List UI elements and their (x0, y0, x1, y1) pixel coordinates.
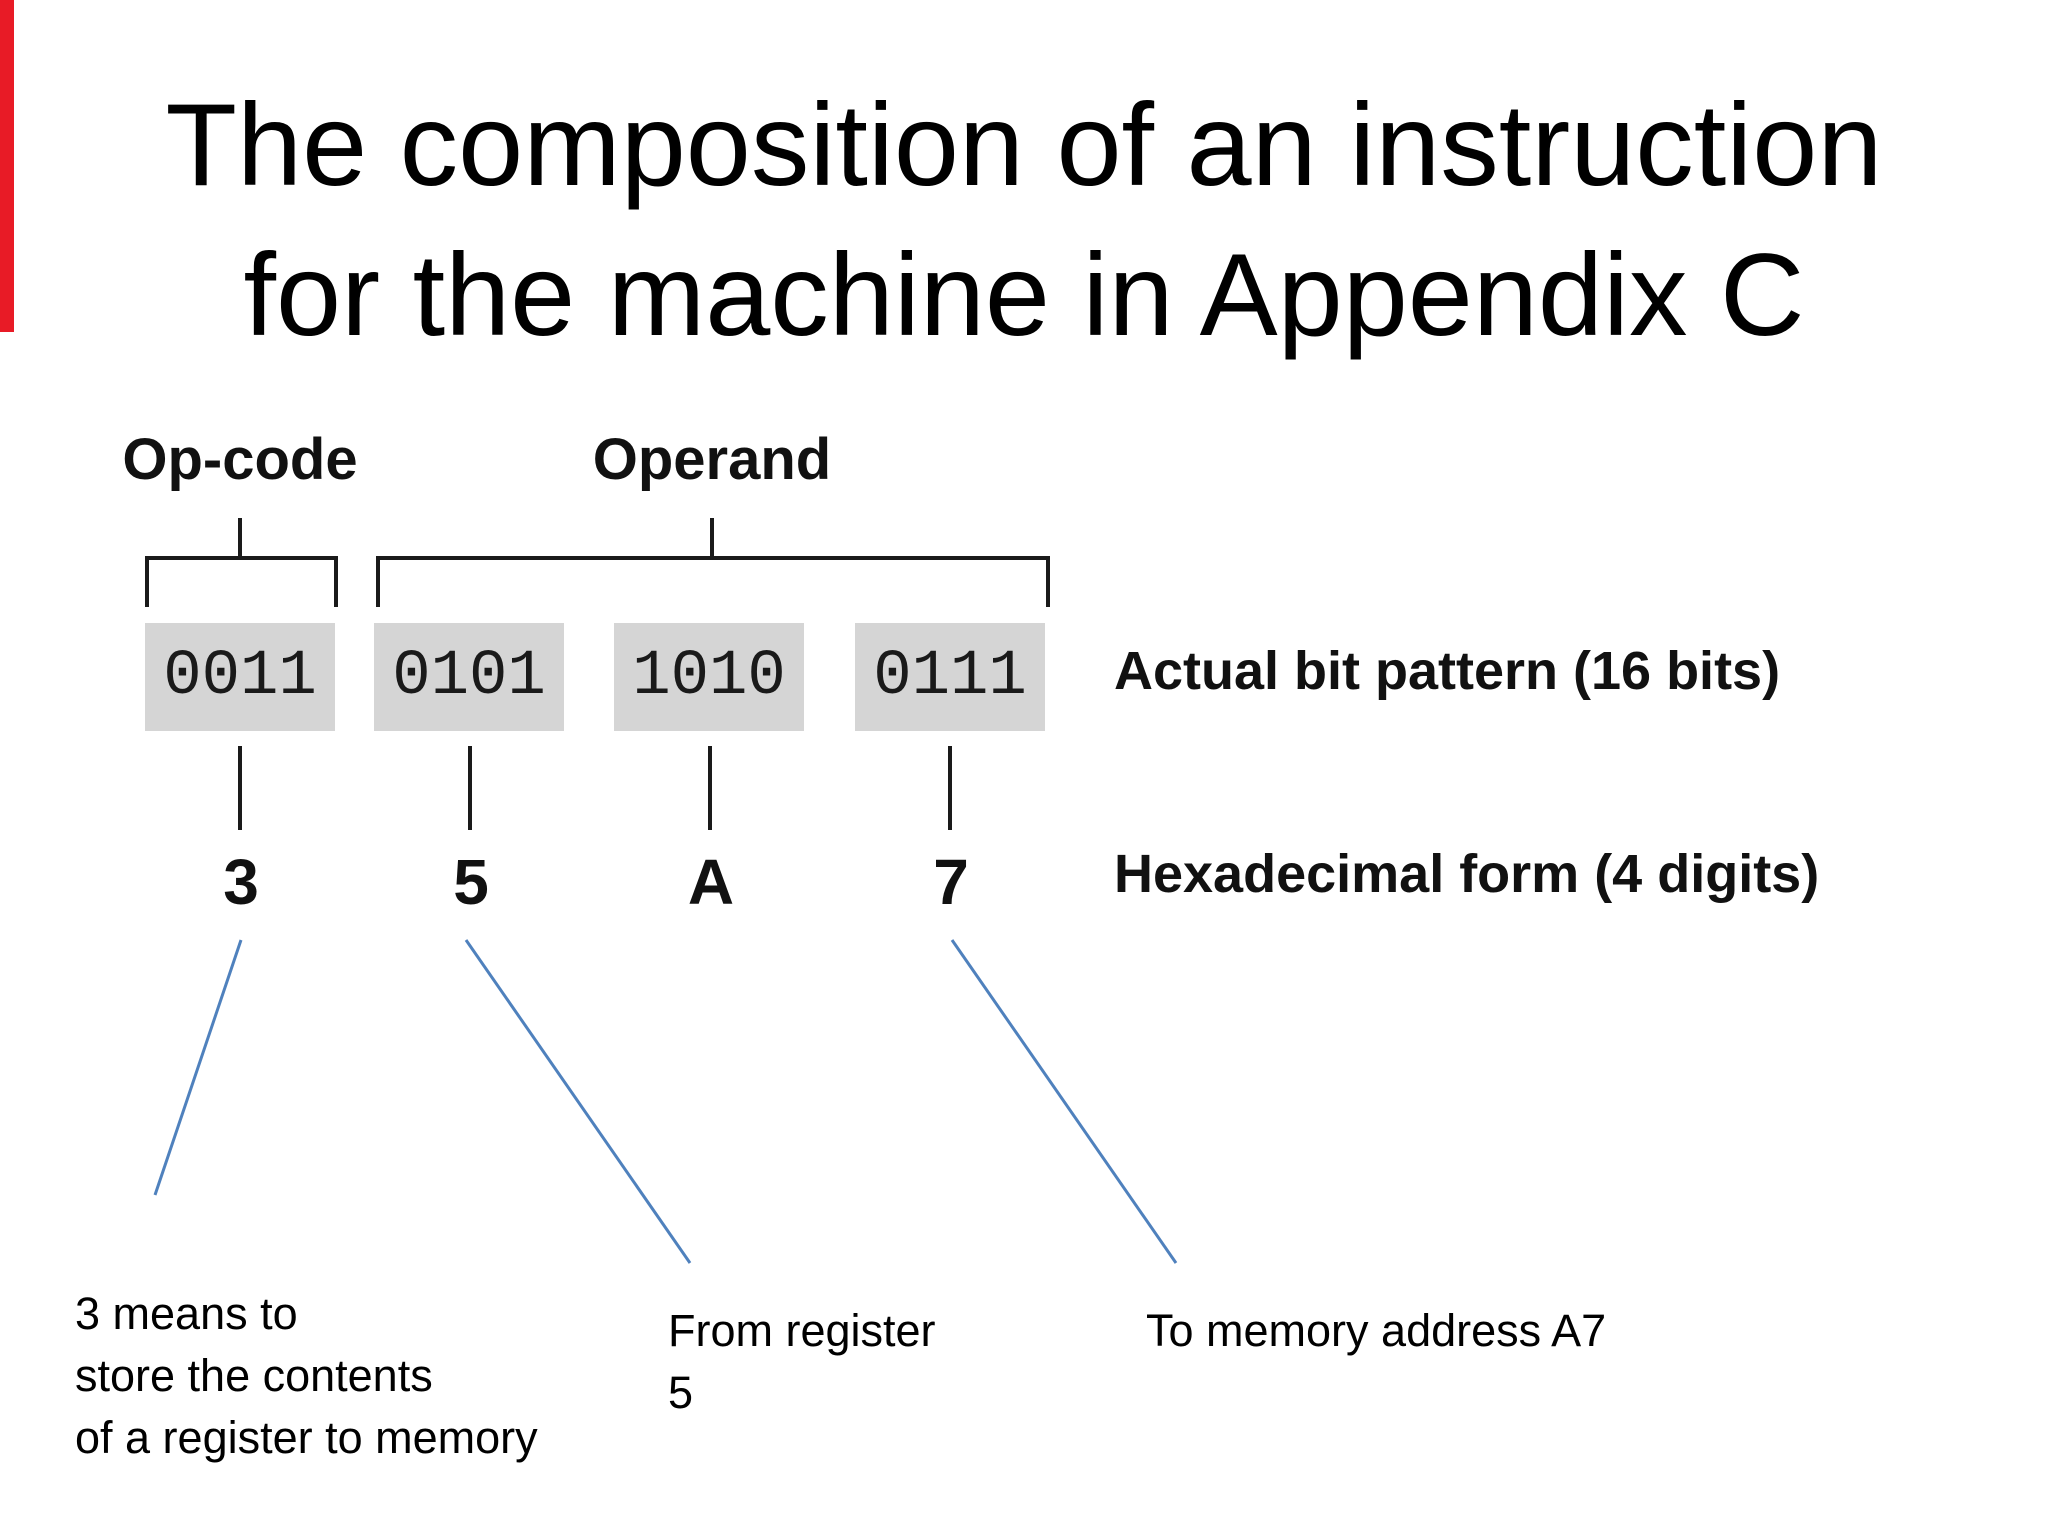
note-from-register: From register 5 (668, 1305, 936, 1418)
hex-form-row-label: Hexadecimal form (4 digits) (1114, 844, 1820, 904)
connector-line-memory (950, 939, 1178, 1264)
slide-title: The composition of an instruction for th… (0, 70, 2048, 370)
hex-digit-2: 5 (453, 846, 489, 918)
opcode-label: Op-code (122, 427, 358, 492)
bit-pattern-row-label: Actual bit pattern (16 bits) (1114, 641, 1781, 701)
operand-label: Operand (592, 427, 832, 492)
bit-box-3: 1010 (614, 623, 804, 731)
tick-line-4 (948, 746, 952, 830)
bit-pattern-3: 1010 (632, 641, 786, 713)
tick-line-1 (238, 746, 242, 830)
bit-box-1: 0011 (145, 623, 335, 731)
connector-line-register (464, 939, 692, 1264)
hex-digit-1: 3 (223, 846, 259, 918)
bit-box-4: 0111 (855, 623, 1045, 731)
hex-digit-3: A (687, 846, 735, 918)
operand-stem-line (710, 518, 714, 556)
title-line-1: The composition of an instruction (165, 79, 1883, 210)
bit-pattern-4: 0111 (873, 641, 1027, 713)
operand-bracket (376, 556, 1050, 607)
tick-line-2 (468, 746, 472, 830)
opcode-bracket (145, 556, 338, 607)
title-line-2: for the machine in Appendix C (243, 229, 1805, 360)
bit-pattern-2: 0101 (392, 641, 546, 713)
note-to-memory: To memory address A7 (1146, 1305, 1607, 1356)
bit-pattern-1: 0011 (163, 641, 317, 713)
bit-box-2: 0101 (374, 623, 564, 731)
opcode-stem-line (238, 518, 242, 556)
hex-digit-4: 7 (933, 846, 969, 918)
note-opcode-meaning: 3 means to store the contents of a regis… (75, 1288, 538, 1463)
connector-line-opcode (153, 939, 243, 1196)
left-edge-red-bar (0, 0, 14, 332)
tick-line-3 (708, 746, 712, 830)
